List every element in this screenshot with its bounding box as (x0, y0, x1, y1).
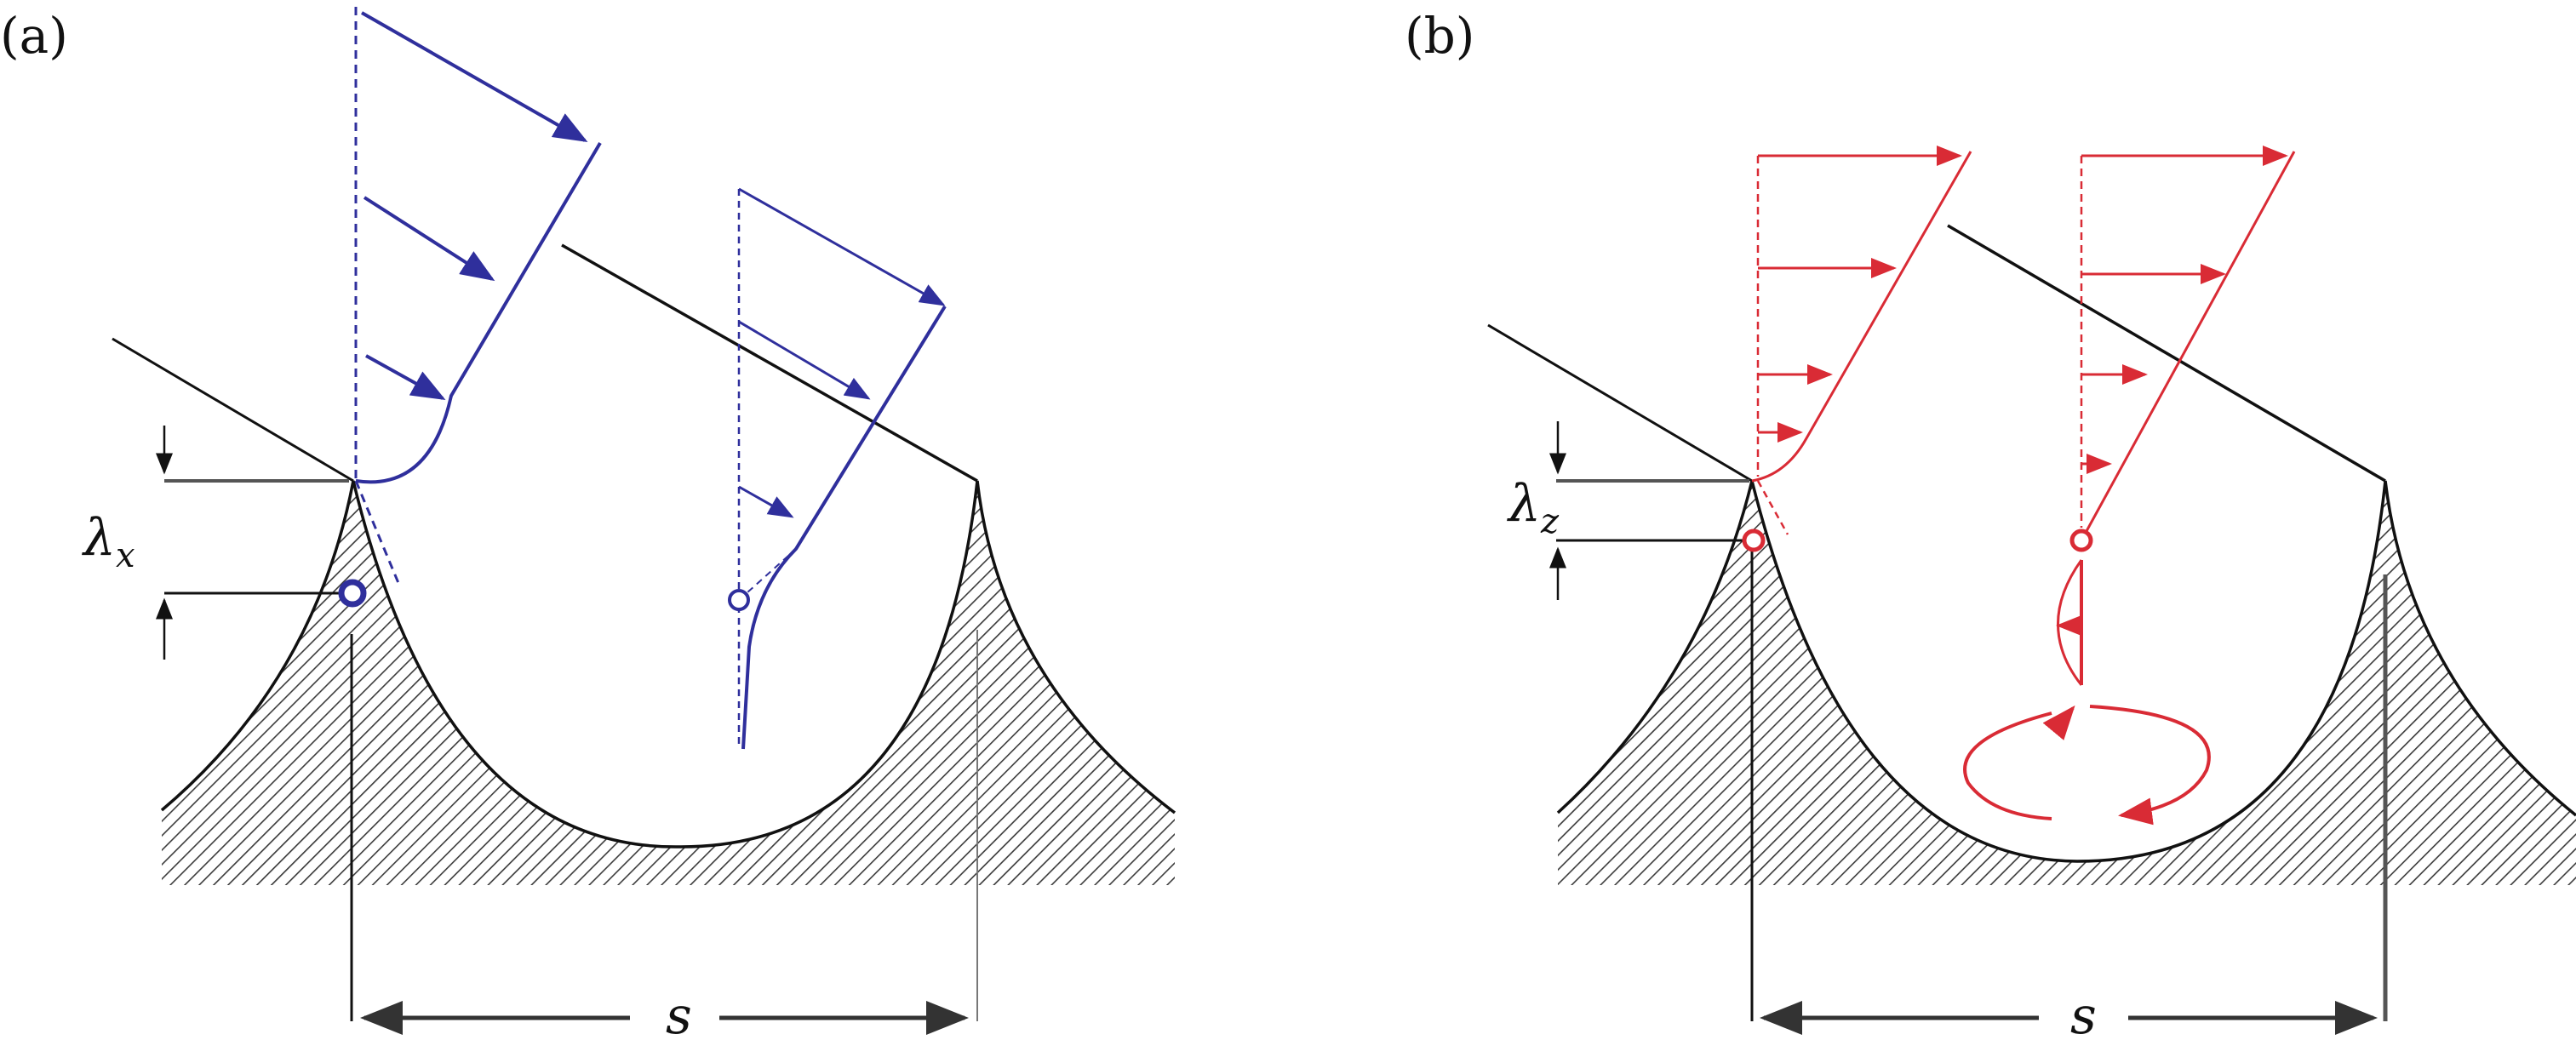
velocity-profile-crest-b (1751, 146, 1972, 535)
virtual-origin-crest-b (1742, 529, 1766, 552)
panel-b-label: (b) (1405, 7, 1474, 65)
riblet-surface-a (160, 480, 1176, 849)
lambda-z-label: λz (1507, 474, 1560, 541)
panel-b: (b) λz s (1405, 7, 2576, 1040)
riblet-top-line-right-a (561, 243, 978, 483)
velocity-profile-groove-a (737, 187, 947, 750)
riblet-solid-b (1558, 481, 2576, 885)
riblet-top-line-left-a (112, 337, 354, 483)
panel-a: (a) λx s (0, 7, 1176, 1040)
riblet-top-line-left-b (1487, 323, 1753, 483)
riblet-surface-b (1556, 480, 2576, 863)
panel-a-label: (a) (0, 7, 68, 65)
virtual-origin-crest-a (338, 579, 367, 608)
virtual-origin-groove-b (2069, 529, 2093, 552)
lambda-x-label: λx (82, 508, 135, 575)
virtual-origin-groove-a (728, 589, 750, 611)
riblet-solid-a (162, 481, 1175, 885)
riblet-top-line-right-b (1947, 224, 2386, 483)
s-label-a: s (666, 986, 692, 1040)
velocity-profile-groove-b (1963, 146, 2296, 826)
s-label-b: s (2070, 986, 2097, 1040)
velocity-profile-crest-a (354, 7, 602, 584)
